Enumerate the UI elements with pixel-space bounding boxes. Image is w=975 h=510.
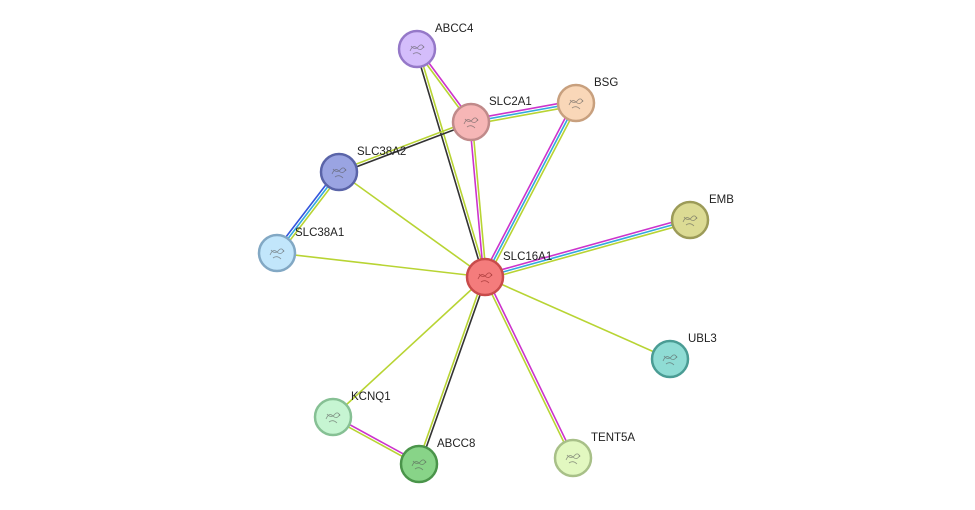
node-abcc8[interactable]: ABCC8: [399, 438, 475, 484]
node-label: SLC16A1: [503, 251, 552, 263]
node-label: EMB: [709, 194, 734, 206]
edge-evidence-line: [483, 277, 573, 459]
protein-structure-icon: [411, 459, 427, 471]
edge-slc16a1-slc2a1[interactable]: [468, 121, 488, 278]
edge-evidence-line: [484, 102, 577, 278]
edge-evidence-line: [481, 101, 575, 277]
edge-slc16a1-abcc8[interactable]: [417, 276, 487, 465]
edge-evidence-line: [417, 48, 488, 277]
edge-evidence-line: [485, 221, 691, 281]
protein-structure-icon: [409, 44, 425, 56]
node-tent5a[interactable]: TENT5A: [553, 432, 635, 478]
edge-slc16a1-tent5a[interactable]: [483, 276, 575, 459]
edge-slc16a1-emb[interactable]: [484, 216, 691, 281]
edge-evidence-line: [468, 122, 485, 278]
node-circle: [399, 444, 439, 484]
node-circle: [313, 397, 353, 437]
node-emb[interactable]: EMB: [670, 194, 734, 240]
node-circle: [670, 200, 710, 240]
node-slc2a1[interactable]: SLC2A1: [451, 96, 532, 142]
edge-evidence-line: [485, 276, 575, 458]
node-circle: [257, 233, 297, 273]
node-slc16a1[interactable]: SLC16A1: [465, 251, 552, 297]
protein-structure-icon: [325, 412, 341, 424]
node-label: KCNQ1: [351, 391, 391, 403]
node-label: SLC38A1: [295, 227, 344, 239]
edge-evidence-line: [484, 216, 690, 276]
node-circle: [319, 152, 359, 192]
edge-slc16a1-bsg[interactable]: [481, 101, 580, 279]
edge-evidence-line: [338, 171, 486, 278]
edge-slc16a1-kcnq1[interactable]: [332, 276, 486, 418]
protein-structure-icon: [565, 453, 581, 465]
edge-slc16a1-ubl3[interactable]: [484, 276, 671, 360]
edge-evidence-line: [332, 276, 486, 418]
edge-evidence-line: [484, 219, 691, 278]
protein-structure-icon: [682, 215, 698, 227]
edge-evidence-line: [484, 276, 671, 360]
node-label: UBL3: [688, 333, 717, 345]
protein-structure-icon: [331, 167, 347, 179]
node-kcnq1[interactable]: KCNQ1: [313, 391, 391, 437]
node-circle: [650, 339, 690, 379]
edge-slc16a1-slc38a2[interactable]: [338, 171, 486, 278]
protein-structure-icon: [568, 98, 584, 110]
edge-slc2a1-slc38a2[interactable]: [338, 120, 472, 174]
node-circle: [553, 438, 593, 478]
node-label: SLC2A1: [489, 96, 532, 108]
edge-evidence-line: [414, 49, 485, 278]
edge-evidence-line: [419, 277, 487, 465]
edge-evidence-line: [486, 103, 580, 279]
node-label: TENT5A: [591, 432, 635, 444]
node-abcc4[interactable]: ABCC4: [397, 23, 474, 69]
protein-structure-icon: [463, 117, 479, 129]
node-label: SLC38A2: [357, 146, 406, 158]
node-circle: [451, 102, 491, 142]
node-label: ABCC4: [435, 23, 474, 35]
node-bsg[interactable]: BSG: [556, 77, 618, 123]
node-label: ABCC8: [437, 438, 475, 450]
edge-evidence-line: [471, 121, 488, 277]
edge-evidence-line: [276, 252, 486, 278]
protein-structure-icon: [662, 354, 678, 366]
protein-structure-icon: [269, 248, 285, 260]
node-label: BSG: [594, 77, 618, 89]
edge-evidence-line: [339, 122, 472, 174]
node-ubl3[interactable]: UBL3: [650, 333, 717, 379]
edge-evidence-line: [417, 276, 485, 464]
edge-slc16a1-slc38a1[interactable]: [276, 252, 486, 278]
node-circle: [397, 29, 437, 69]
node-circle: [465, 257, 505, 297]
edge-evidence-line: [338, 120, 471, 172]
node-slc38a1[interactable]: SLC38A1: [257, 227, 344, 273]
edge-slc16a1-abcc4[interactable]: [414, 48, 488, 278]
protein-structure-icon: [477, 272, 493, 284]
node-circle: [556, 83, 596, 123]
node-slc38a2[interactable]: SLC38A2: [319, 146, 406, 192]
